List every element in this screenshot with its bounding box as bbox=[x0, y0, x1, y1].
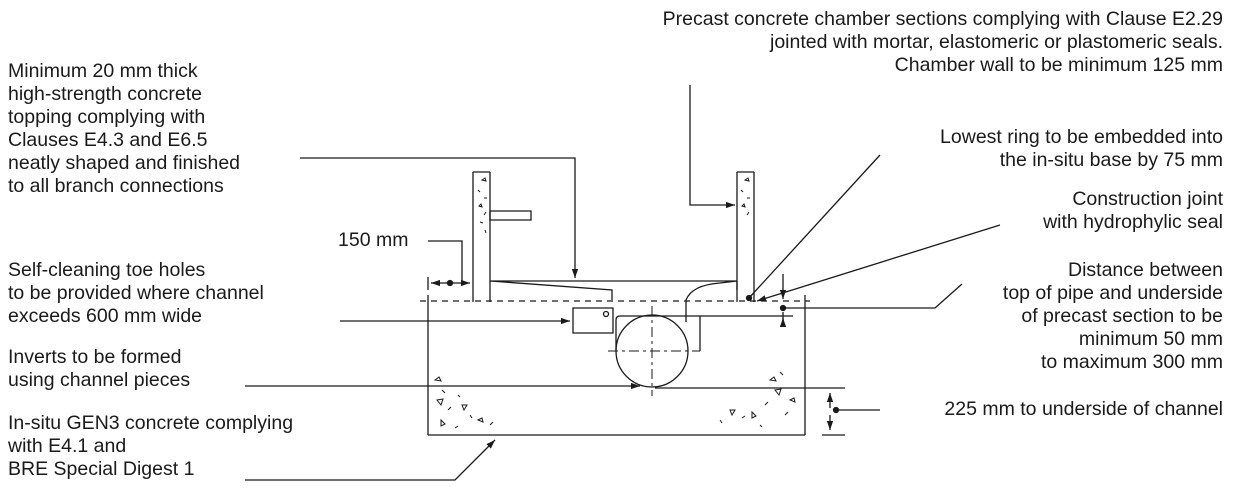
toe-holes-label: Self-cleaning toe holes to be provided w… bbox=[8, 259, 264, 327]
channel-profile bbox=[616, 316, 700, 351]
distance-label: Distance between top of pipe and undersi… bbox=[1002, 259, 1223, 373]
topping-leader bbox=[300, 158, 579, 278]
insitu-label: In-situ GEN3 concrete complying with E4.… bbox=[8, 412, 294, 480]
inverts-label: Inverts to be formed using channel piece… bbox=[8, 346, 191, 391]
left-chamber-wall bbox=[473, 172, 490, 302]
branch-connection bbox=[490, 211, 531, 220]
right-chamber-wall bbox=[737, 172, 754, 302]
distance-leader bbox=[783, 284, 962, 308]
toe-hole-circle bbox=[604, 312, 609, 317]
aggregate-hatch bbox=[435, 178, 795, 428]
dim-150-leader bbox=[428, 241, 462, 283]
construction-joint-leader bbox=[757, 225, 1000, 301]
construction-joint-label: Construction joint with hydrophylic seal bbox=[1043, 188, 1223, 233]
precast-leader bbox=[690, 85, 735, 209]
lowest-ring-dot bbox=[747, 296, 752, 301]
lowest-ring-leader bbox=[749, 155, 880, 298]
dim-150-label: 150 mm bbox=[338, 229, 409, 251]
insitu-base bbox=[428, 295, 805, 435]
dim-150-dot bbox=[448, 281, 453, 286]
benching-topping bbox=[490, 281, 737, 322]
topping-label: Minimum 20 mm thick high-strength concre… bbox=[8, 60, 241, 197]
dim-225-label: 225 mm to underside of channel bbox=[944, 398, 1223, 420]
lowest-ring-label: Lowest ring to be embedded into the in-s… bbox=[940, 126, 1223, 171]
insitu-leader bbox=[245, 440, 495, 480]
toe-hole bbox=[573, 308, 613, 333]
precast-chamber-label: Precast concrete chamber sections comply… bbox=[662, 8, 1223, 76]
